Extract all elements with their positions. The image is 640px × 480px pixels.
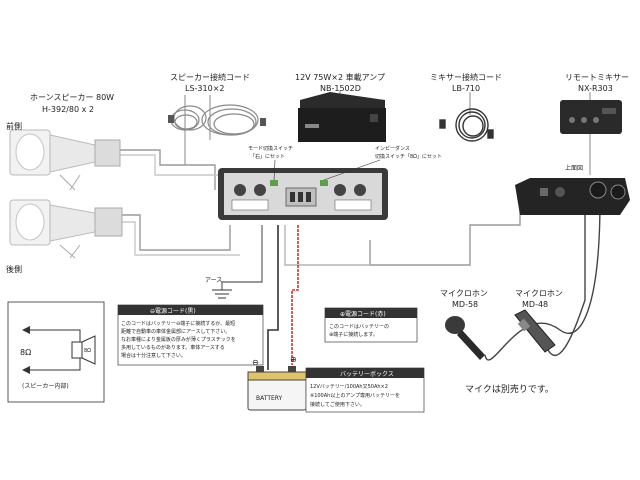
mic-left-title: マイクロホン (440, 289, 488, 298)
inset-speaker-tag: 8Ω (84, 348, 91, 354)
amp-imp-note-1: インピーダンス (375, 145, 410, 152)
microphone-md48 (514, 309, 556, 353)
battery-line-3: 接続してご使用下さい。 (310, 401, 365, 408)
speaker-cord-coils (168, 104, 266, 136)
negative-cord-line-4: 多用しているものがあります。車体アースする (121, 344, 225, 351)
amp-model: NB-1502D (320, 84, 361, 93)
negative-cord-line-3: なお車種により金属板の厚みが薄くプラスチックを (121, 336, 236, 343)
mic-right-cable (547, 200, 586, 357)
remote-title: リモートミキサー (565, 73, 629, 82)
remote-model: NX-R303 (578, 84, 613, 93)
positive-cord-line-2: ⊕端子に接続します。 (329, 331, 378, 338)
amplifier-rear-panel (218, 159, 388, 220)
mic-right-title: マイクロホン (515, 289, 563, 298)
rear-speaker-wire-2 (122, 221, 240, 256)
front-horn-speaker (9, 129, 121, 191)
earth-label: アース (205, 277, 222, 284)
negative-cord-note-box (117, 304, 264, 366)
battery-plus: ⊕ (290, 355, 297, 364)
remote-mixer-top-view (515, 178, 630, 215)
negative-cord-line-2: 距離で自動車の車体金属部にアースして下さい。 (121, 328, 230, 335)
battery-line-2: ※100Ah以上のアンプ専用バッテリーを (310, 392, 400, 399)
speaker-title: ホーンスピーカー 80W (30, 93, 114, 102)
remote-mixer-photo (560, 100, 622, 134)
amp-title: 12V 75W×2 車載アンプ (295, 72, 385, 82)
speaker-cord-title: スピーカー接続コード (170, 72, 250, 82)
speaker-inset (7, 301, 105, 403)
mixer-cord-model: LB-710 (452, 84, 480, 93)
wires (118, 90, 601, 370)
inset-caption: (スピーカー内部) (22, 382, 69, 390)
battery (247, 366, 307, 411)
earth-symbol (212, 289, 232, 299)
mixer-cord-title: ミキサー接続コード (430, 72, 502, 82)
speaker-model: H-392/80 x 2 (42, 105, 94, 114)
earth-wire (221, 225, 263, 290)
front-speaker-wire (118, 149, 216, 190)
rear-speaker-wire (122, 214, 231, 251)
mixer-wire-2 (284, 225, 370, 266)
negative-cord-line-1: このコードはバッテリー⊖端子に接続するか、最短 (121, 320, 235, 327)
positive-cord-line-1: このコードはバッテリーの (329, 324, 389, 330)
amp-mode-note-2: 「右」にセット (250, 153, 285, 160)
amplifier-unit (298, 92, 386, 142)
mic-note: マイクは別売りです。 (465, 383, 554, 395)
amp-mode-note-1: モード切換スイッチ (248, 145, 293, 152)
inset-ohm: 8Ω (20, 348, 31, 357)
mixer-cord-coil (439, 108, 494, 142)
negative-power-wire (267, 225, 279, 370)
negative-cord-line-5: 場合は十分注意して下さい。 (121, 352, 186, 359)
negative-cord-title: ⊖電源コード(黒) (150, 307, 196, 315)
speaker-cord-model: LS-310×2 (185, 84, 224, 93)
amp-imp-note-2: 切換スイッチ「8Ω」にセット (375, 153, 442, 160)
battery-note-box (305, 367, 425, 413)
mixer-wire (369, 205, 521, 266)
rear-label: 後側 (6, 264, 22, 274)
mic-left-model: MD-58 (452, 300, 478, 309)
battery-minus: ⊖ (252, 358, 259, 367)
battery-label: BATTERY (256, 395, 283, 402)
front-label: 前側 (6, 121, 22, 131)
mic-right-model: MD-48 (522, 300, 548, 309)
positive-cord-note-box (324, 307, 418, 343)
remote-top-label: 上面図 (565, 164, 583, 172)
positive-cord-title: ⊕電源コード(赤) (340, 310, 386, 318)
microphone-md58 (445, 316, 485, 360)
rear-horn-speaker (9, 199, 123, 259)
mic-left-cable (484, 199, 601, 361)
positive-power-wire (291, 225, 299, 365)
battery-box-title: バッテリーボックス (340, 370, 394, 378)
battery-line-1: 12Vバッテリー/100Ah又50Ah×2 (310, 383, 388, 390)
front-speaker-wire-2 (118, 154, 218, 176)
